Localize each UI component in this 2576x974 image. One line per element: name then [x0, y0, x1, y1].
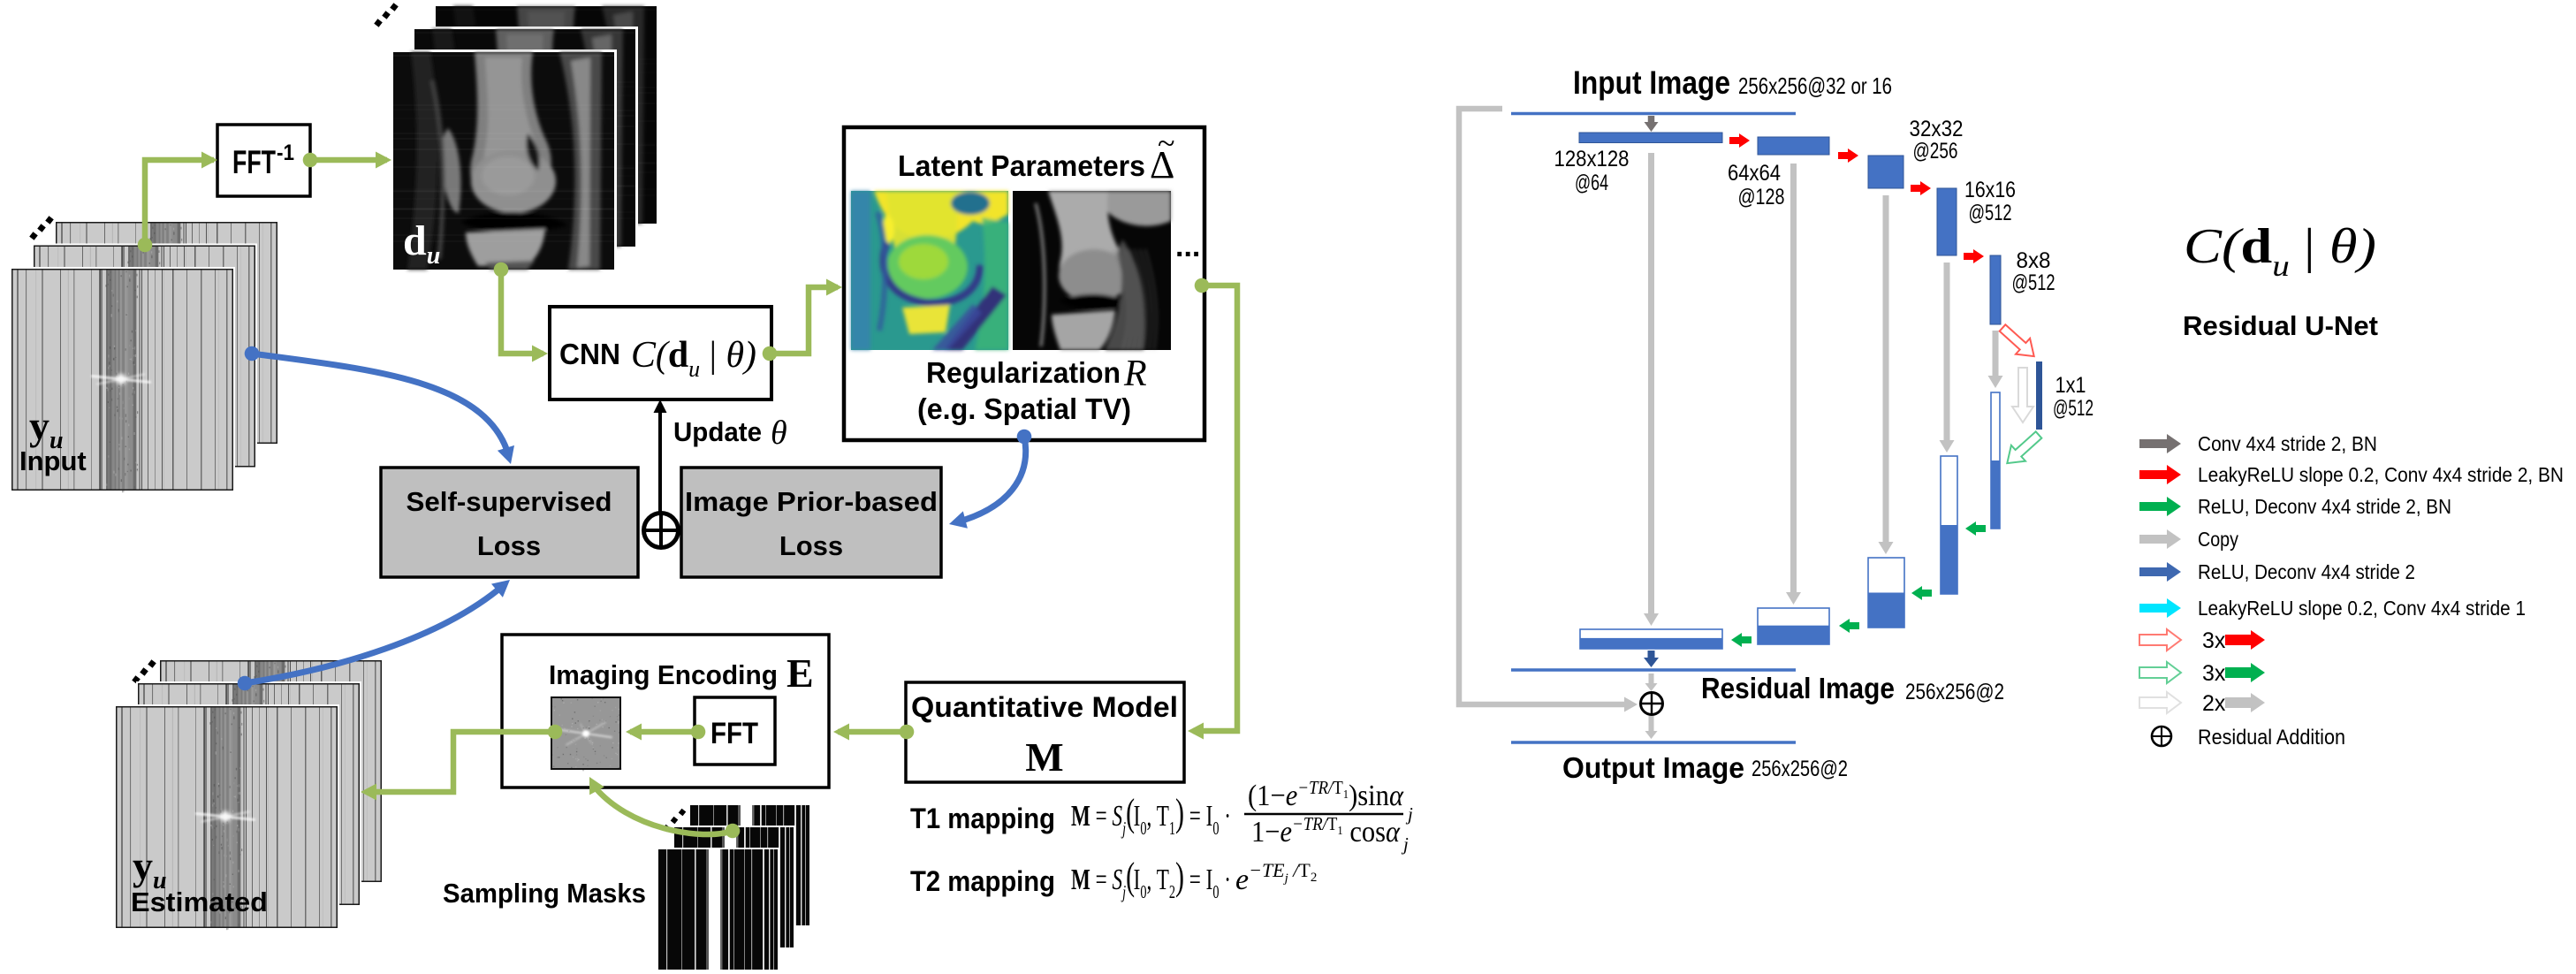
svg-text:Output Image: Output Image [1562, 751, 1744, 784]
svg-text:Quantitative Model: Quantitative Model [911, 691, 1178, 723]
svg-text:Input Image: Input Image [1573, 65, 1730, 101]
svg-text:64x64: 64x64 [1728, 161, 1781, 186]
svg-text:@128: @128 [1738, 185, 1785, 209]
svg-text:Self-supervised: Self-supervised [407, 486, 612, 517]
svg-text:256x256@32 or 16: 256x256@32 or 16 [1738, 72, 1892, 99]
svg-text:yu: yu [29, 403, 64, 454]
svg-text:Image Prior-based: Image Prior-based [685, 486, 938, 517]
svg-text:Conv 4x4 stride 2, BN: Conv 4x4 stride 2, BN [2198, 432, 2377, 455]
svg-text:FFT: FFT [710, 717, 758, 750]
svg-text:Sampling Masks: Sampling Masks [443, 878, 646, 909]
svg-text:Input: Input [19, 445, 87, 476]
svg-text:j: j [1405, 803, 1413, 825]
svg-text:Residual Image: Residual Image [1701, 672, 1895, 704]
svg-text:FFT: FFT [232, 144, 276, 180]
svg-text:16x16: 16x16 [1964, 178, 2016, 202]
svg-text:CNN: CNN [559, 338, 620, 370]
svg-text:@512: @512 [1969, 201, 2012, 225]
svg-text:@256: @256 [1913, 139, 1958, 164]
svg-text:j: j [1401, 833, 1409, 855]
svg-text:256x256@2: 256x256@2 [1905, 680, 2004, 704]
svg-text:T1 mapping: T1 mapping [910, 803, 1055, 834]
svg-text:Copy: Copy [2198, 528, 2238, 551]
svg-text:~: ~ [1158, 126, 1174, 161]
svg-text:ReLU, Deconv 4x4 stride 2, BN: ReLU, Deconv 4x4 stride 2, BN [2198, 495, 2451, 518]
svg-text:Loss: Loss [779, 530, 843, 561]
svg-text:128x128: 128x128 [1554, 147, 1630, 171]
svg-text:2x: 2x [2202, 691, 2226, 716]
svg-text:Loss: Loss [477, 530, 541, 561]
svg-text:e−TEj /T2: e−TEj /T2 [1235, 859, 1317, 896]
svg-text:1x1: 1x1 [2055, 373, 2086, 398]
svg-text:Regularization: Regularization [926, 356, 1121, 389]
svg-text:M: M [1025, 734, 1063, 780]
svg-text:Estimated: Estimated [131, 886, 268, 917]
svg-text:Residual Addition: Residual Addition [2198, 726, 2345, 750]
svg-text:@512: @512 [2053, 396, 2093, 421]
svg-text:LeakyReLU slope 0.2, Conv 4x4: LeakyReLU slope 0.2, Conv 4x4 stride 2, … [2198, 463, 2564, 486]
svg-text:-1: -1 [277, 141, 294, 165]
svg-text:Residual U-Net: Residual U-Net [2183, 310, 2378, 341]
svg-text:LeakyReLU slope 0.2, Conv 4x4: LeakyReLU slope 0.2, Conv 4x4 stride 1 [2198, 597, 2526, 620]
svg-text:Update: Update [673, 416, 762, 447]
svg-text:θ: θ [771, 415, 787, 452]
svg-text:Latent Parameters: Latent Parameters [898, 149, 1145, 182]
svg-text:R: R [1123, 354, 1147, 394]
svg-text:@64: @64 [1575, 171, 1608, 195]
svg-text:M = Sj(I0, T1) = I0 ·: M = Sj(I0, T1) = I0 · [1071, 791, 1231, 839]
svg-text:...: ... [1175, 230, 1200, 263]
svg-text:(e.g. Spatial TV): (e.g. Spatial TV) [917, 392, 1131, 425]
svg-text:32x32: 32x32 [1910, 117, 1964, 141]
svg-text:@512: @512 [2012, 270, 2055, 295]
svg-text:T2 mapping: T2 mapping [910, 865, 1055, 897]
svg-text:E: E [786, 651, 814, 696]
svg-text:M = Sj(I0, T2) = I0 ·: M = Sj(I0, T2) = I0 · [1071, 855, 1231, 902]
svg-text:8x8: 8x8 [2017, 248, 2051, 273]
svg-text:256x256@2: 256x256@2 [1752, 757, 1848, 781]
svg-text:3x: 3x [2202, 661, 2226, 686]
svg-text:3x: 3x [2202, 628, 2226, 653]
svg-text:ReLU, Deconv 4x4 stride 2: ReLU, Deconv 4x4 stride 2 [2198, 560, 2415, 583]
svg-text:Δ: Δ [1150, 143, 1174, 186]
svg-text:Imaging Encoding: Imaging Encoding [549, 659, 778, 690]
